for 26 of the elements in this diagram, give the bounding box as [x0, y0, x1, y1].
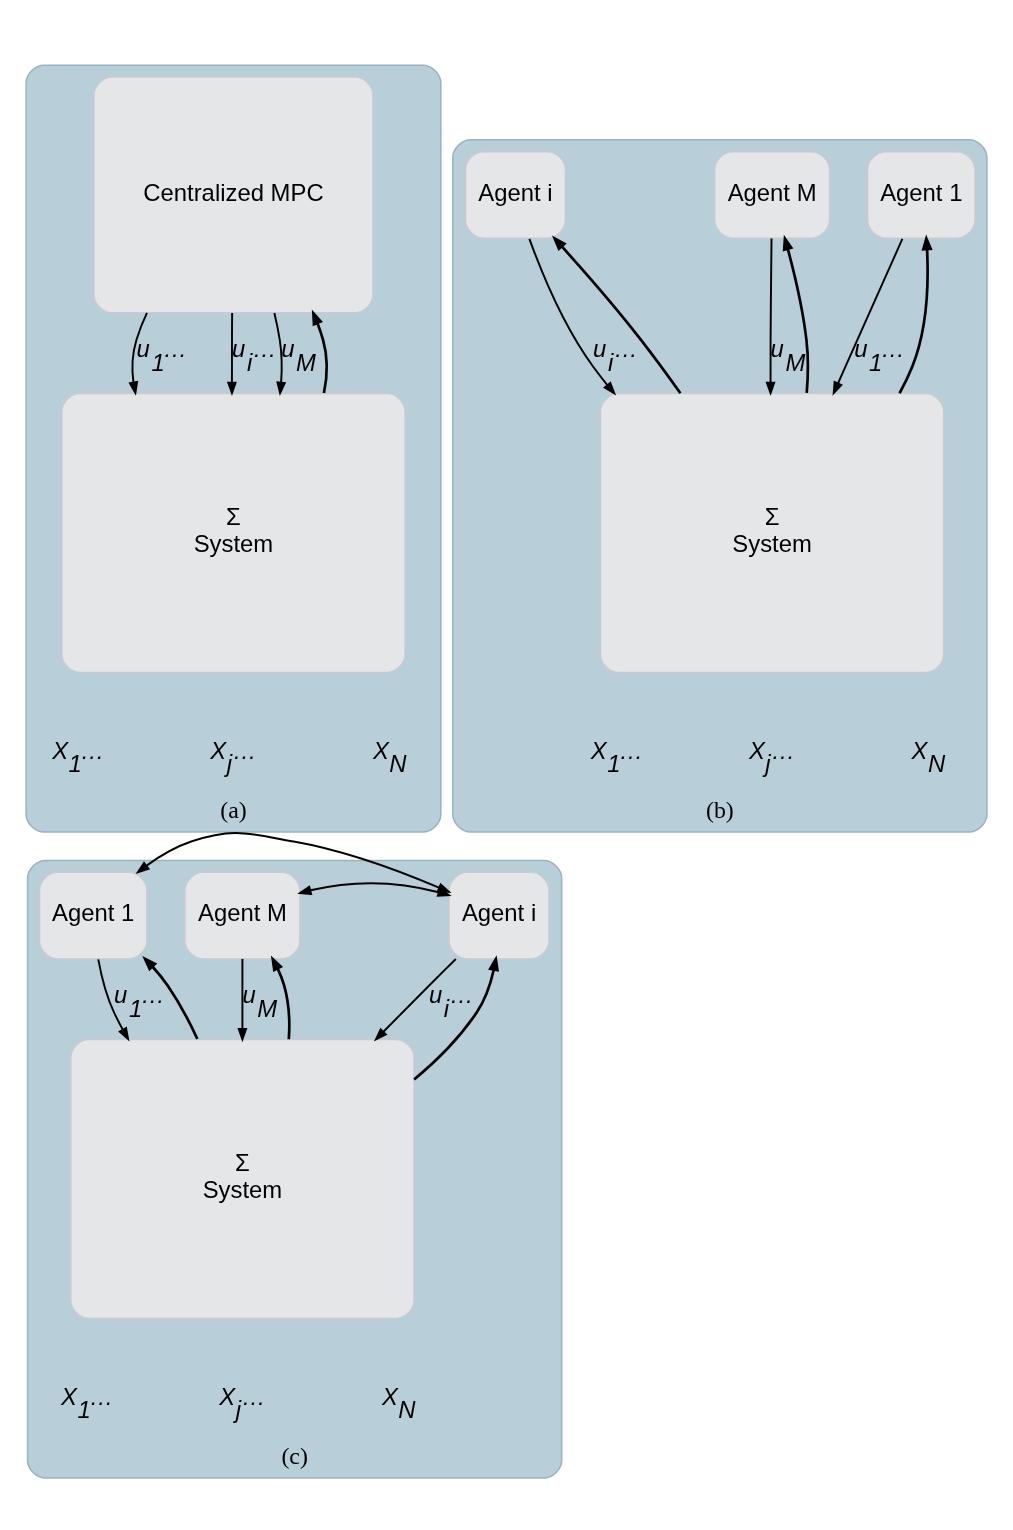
- arrow: [551, 235, 682, 395]
- node-box: Σ System: [61, 392, 406, 674]
- node-box: Agent 1: [38, 871, 148, 960]
- arrow: [270, 955, 291, 1040]
- arrow: [898, 234, 933, 394]
- arrow: [142, 956, 199, 1040]
- arrow: [226, 311, 237, 397]
- arrow: [373, 958, 457, 1042]
- node-box: Σ System: [599, 392, 945, 674]
- node-box: Agent i: [464, 150, 567, 239]
- node-box: Agent 1: [866, 150, 976, 239]
- node-box: Agent M: [713, 150, 831, 239]
- node-box: Agent M: [184, 871, 301, 960]
- arrow: [782, 234, 810, 394]
- arrow: [413, 955, 499, 1081]
- arrow: [528, 237, 617, 396]
- node-box: Centralized MPC: [93, 76, 374, 314]
- arrow: [273, 312, 287, 397]
- arrow: [128, 311, 148, 396]
- node-box: Agent i: [448, 871, 550, 960]
- arrow: [765, 237, 776, 397]
- arrow: [832, 237, 904, 396]
- arrow: [97, 958, 130, 1042]
- node-box: Σ System: [70, 1038, 415, 1320]
- arrow: [237, 957, 248, 1043]
- arrow: [311, 309, 329, 394]
